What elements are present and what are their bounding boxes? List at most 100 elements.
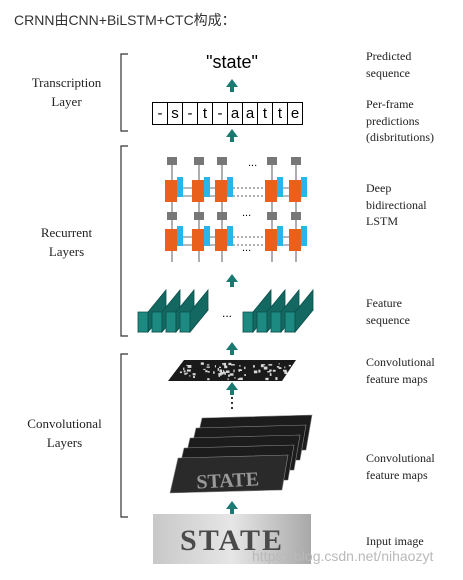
- lstm-forward-cell: [215, 229, 227, 251]
- feature-block-front: [270, 311, 282, 333]
- feature-map-noise: [223, 371, 225, 374]
- lstm-backward-cell: [204, 177, 210, 197]
- arrow-head: [226, 342, 238, 350]
- feature-block-front: [256, 311, 268, 333]
- conv-feature-map-top: [168, 360, 296, 381]
- feature-map-noise: [224, 365, 228, 369]
- lstm-hidden-node: [194, 212, 204, 220]
- lstm-ellipsis-top: ...: [248, 157, 257, 169]
- frame-cell: -: [182, 102, 198, 125]
- arrow-head: [226, 129, 238, 137]
- convolutional-layers-label: Convolutional Layers: [27, 416, 102, 450]
- feature-map-noise: [189, 375, 191, 377]
- arrow-head: [226, 382, 238, 390]
- feature-map-noise: [219, 366, 221, 368]
- lstm-output-node: [194, 157, 204, 165]
- feature-map-noise: [186, 364, 188, 366]
- lstm-backward-cell: [227, 177, 233, 197]
- feature-map-noise: [267, 371, 271, 373]
- feature-map-noise: [238, 365, 241, 367]
- feature-map-noise: [207, 371, 210, 373]
- feature-map-noise: [275, 377, 278, 380]
- feature-map-plate: [169, 454, 289, 494]
- feature-map-noise: [185, 372, 188, 374]
- feature-map-noise: [238, 369, 242, 371]
- feature-block-front: [137, 311, 149, 333]
- lstm-forward-cell: [165, 229, 177, 251]
- arrow-head: [226, 501, 238, 509]
- recurrent-layers-label: Recurrent Layers: [40, 225, 93, 259]
- arrow-shaft: [230, 390, 234, 395]
- feature-map-noise: [234, 377, 236, 379]
- lstm-forward-cell: [165, 180, 177, 202]
- arrow-shaft: [230, 509, 234, 514]
- feature-map-noise: [229, 373, 234, 376]
- feature-map-noise: [223, 362, 227, 366]
- feature-map-noise: [253, 370, 258, 374]
- up-arrow: [226, 382, 238, 395]
- lstm-column: [289, 157, 307, 262]
- feature-block: [179, 288, 209, 334]
- feature-map-noise: [260, 364, 264, 368]
- feature-map-noise: [214, 365, 216, 368]
- diagram-heading: CRNN由CNN+BiLSTM+CTC构成：: [14, 12, 236, 28]
- feature-map-noise: [227, 378, 229, 381]
- lstm-forward-cell: [192, 180, 204, 202]
- input-image-text: STATE: [180, 524, 284, 557]
- arrow-shaft: [230, 282, 234, 287]
- feature-map-noise: [272, 369, 276, 372]
- input-image: STATE: [153, 514, 311, 564]
- lstm-ellipsis-mid: ...: [242, 207, 251, 219]
- feature-map-noise: [219, 369, 223, 373]
- feature-ellipsis: ...: [222, 306, 232, 320]
- feature-map-noise: [218, 375, 220, 377]
- arrow-shaft: [230, 137, 234, 142]
- feature-block-front: [151, 311, 163, 333]
- lstm-backward-cell: [277, 177, 283, 197]
- feature-map-noise: [183, 370, 186, 373]
- lstm-forward-cell: [289, 229, 301, 251]
- feature-map-noise: [225, 370, 230, 373]
- feature-map-noise: [239, 377, 243, 380]
- layer-brackets: [120, 53, 128, 518]
- feature-block: [284, 288, 314, 334]
- lstm-column: [165, 157, 183, 262]
- lstm-hidden-node: [267, 212, 277, 220]
- feature-map-noise: [253, 365, 255, 368]
- feature-map-noise: [222, 363, 224, 365]
- lstm-column: [192, 157, 210, 262]
- up-arrow: [226, 79, 238, 92]
- convolutional-bracket: [120, 353, 128, 518]
- lstm-backward-cell: [277, 226, 283, 246]
- feature-map-noise: [228, 374, 230, 377]
- lstm-output-node: [267, 157, 277, 165]
- arrow-shaft: [230, 350, 234, 355]
- arrow-head: [226, 274, 238, 282]
- feature-map-noise: [213, 371, 215, 374]
- feature-map-noise: [269, 373, 272, 376]
- feature-map-noise: [268, 364, 273, 366]
- feature-map-noise: [184, 373, 187, 375]
- lstm-backward-cell: [204, 226, 210, 246]
- lstm-column: [265, 157, 283, 262]
- transcription-bracket: [120, 53, 128, 132]
- lstm-output-node: [291, 157, 301, 165]
- arrow-shaft: [230, 87, 234, 92]
- feature-map-noise: [233, 369, 235, 373]
- lstm-forward-cell: [215, 180, 227, 202]
- feature-map-noise: [206, 366, 210, 368]
- feature-map-noise: [230, 364, 235, 366]
- feature-map-noise: [187, 365, 192, 368]
- transcription-layer-label: Transcription Layer: [31, 75, 102, 109]
- lstm-forward-cell: [265, 229, 277, 251]
- frame-cell: -: [152, 102, 168, 125]
- up-arrow: [226, 342, 238, 355]
- feature-map-noise: [220, 372, 224, 375]
- feature-map-noise: [218, 373, 222, 376]
- feature-map-layer: [169, 454, 289, 494]
- feature-map-dots: [230, 396, 234, 410]
- lstm-forward-cell: [265, 180, 277, 202]
